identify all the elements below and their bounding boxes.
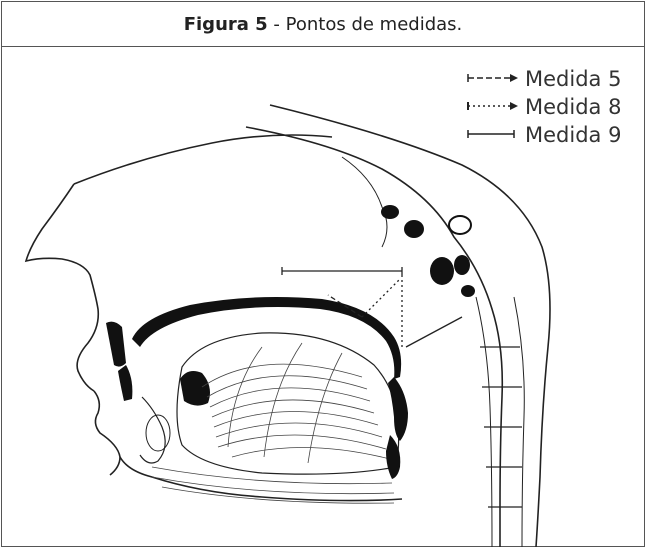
tongue-muscle-fibers — [202, 343, 390, 463]
spine-back-line — [514, 297, 524, 547]
vertebrae-lines — [480, 347, 522, 507]
skull-and-spine — [246, 105, 550, 547]
lip-profile-line — [94, 391, 120, 475]
measure-line-medida-9 — [406, 317, 462, 347]
soft-palate — [386, 377, 408, 479]
incisor-upper — [106, 322, 126, 367]
caption-separator: - — [268, 14, 286, 35]
hard-palate — [106, 297, 401, 401]
legend-item-medida-5: Medida 5 — [468, 67, 621, 91]
dark-mass-2 — [404, 220, 424, 238]
legend-item-medida-9: Medida 9 — [468, 123, 621, 147]
forehead-line — [74, 135, 332, 184]
dark-mass-3 — [430, 257, 454, 285]
sagittal-head-drawing: Medida 5 Medida 8 Medida 9 — [2, 47, 646, 548]
uvula — [388, 377, 408, 441]
tongue-outline — [177, 333, 399, 474]
tongue — [152, 333, 399, 503]
incisor-lower — [118, 365, 132, 401]
legend-item-medida-8: Medida 8 — [468, 95, 621, 119]
measure-line-medida-8 — [362, 279, 400, 317]
figure-number: Figura 5 — [184, 14, 268, 35]
cranial-base-detail — [381, 205, 475, 297]
head-profile — [26, 135, 402, 501]
tongue-tip-dark — [180, 371, 210, 406]
legend: Medida 5 Medida 8 Medida 9 — [468, 67, 621, 147]
legend-label-medida-8: Medida 8 — [525, 95, 621, 119]
legend-label-medida-9: Medida 9 — [525, 123, 621, 147]
anatomical-illustration: Medida 5 Medida 8 Medida 9 — [2, 47, 644, 548]
dark-mass-1 — [381, 205, 399, 219]
caption-text: Pontos de medidas. — [286, 14, 463, 35]
figure-caption: Figura 5 - Pontos de medidas. — [2, 2, 644, 47]
legend-label-medida-5: Medida 5 — [525, 67, 621, 91]
palate-band — [132, 297, 401, 379]
spine-front-line — [476, 297, 492, 547]
dark-mass-5 — [461, 285, 475, 297]
mandible — [140, 397, 170, 463]
nose-profile-line — [26, 184, 98, 391]
sinus-outline — [342, 157, 387, 247]
round-cavity — [449, 216, 471, 234]
chin-bone — [140, 397, 165, 463]
posterior-skull-outline — [270, 105, 550, 547]
chin-symphysis — [146, 415, 170, 451]
dark-mass-4 — [454, 255, 470, 275]
